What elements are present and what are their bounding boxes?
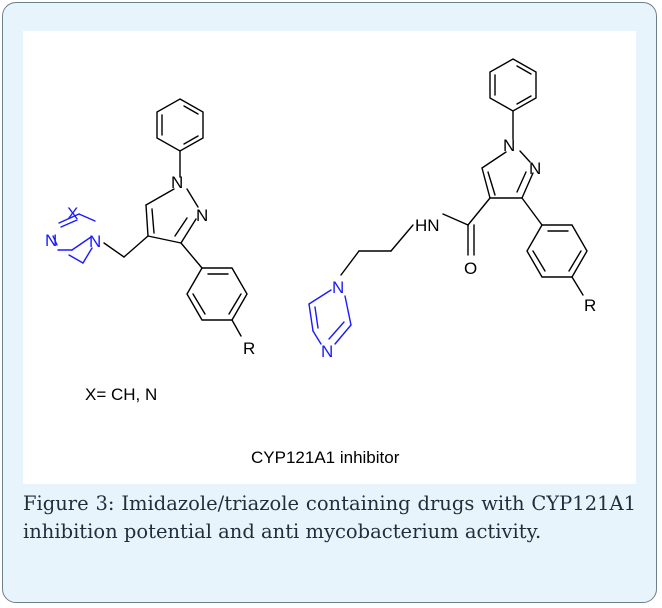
x-definition-label: X= CH, N <box>85 385 157 404</box>
right-amide <box>340 197 491 276</box>
left-phenyl-top <box>156 98 204 178</box>
right-n2-label: N <box>529 159 541 178</box>
left-pyrazole <box>145 188 199 244</box>
left-link-n-label: N <box>89 232 101 251</box>
right-imidazole <box>308 289 352 345</box>
figure-caption: Figure 3: Imidazole/triazole containing … <box>23 492 636 543</box>
right-n1-label: N <box>503 136 515 155</box>
left-r-label: R <box>243 339 255 358</box>
left-molecule-labels: N N X N N R X= CH, N <box>45 173 255 404</box>
figure-image: N N X N N R X= CH, N <box>23 31 636 484</box>
right-pyrazole <box>481 150 534 199</box>
amide-hn-label: HN <box>415 216 440 235</box>
left-phenyl-bottom <box>180 242 248 337</box>
left-ring-n-label: N <box>45 231 57 250</box>
right-r-label: R <box>584 296 596 315</box>
structure-label: CYP121A1 inhibitor <box>251 448 400 467</box>
carbonyl-o-label: O <box>464 259 477 278</box>
left-n2-label: N <box>196 206 208 225</box>
left-triazole <box>52 213 96 264</box>
chemical-structures: N N X N N R X= CH, N <box>45 58 596 467</box>
right-molecule <box>308 58 588 345</box>
figure-box: N N X N N R X= CH, N <box>2 2 657 603</box>
imidazole-n1-label: N <box>332 278 344 297</box>
imidazole-n3-label: N <box>321 342 333 361</box>
left-n1-label: N <box>171 173 183 192</box>
left-x-label: X <box>67 204 78 223</box>
right-molecule-labels: N N HN O N N R <box>321 136 596 361</box>
right-phenyl-top <box>489 58 537 140</box>
right-phenyl-bottom <box>521 197 588 296</box>
left-molecule <box>52 98 248 337</box>
